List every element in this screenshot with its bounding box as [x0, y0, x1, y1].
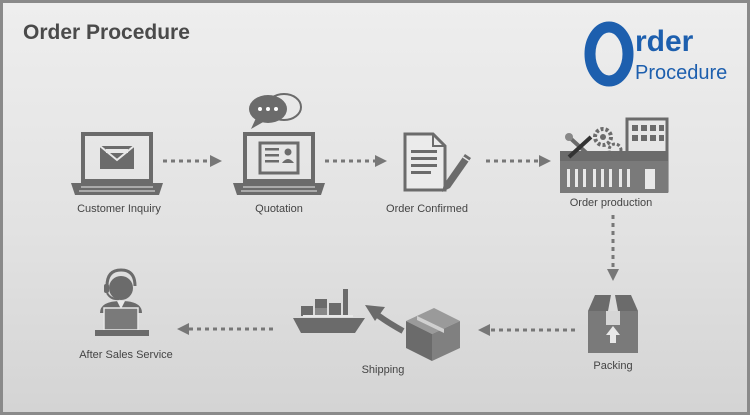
step-label-production: Order production	[569, 197, 653, 209]
curved-arrow-icon	[365, 305, 405, 334]
logo-word-rder: rder	[635, 25, 694, 58]
step-label-packing: Packing	[593, 360, 633, 372]
step-label-confirmed: Order Confirmed	[386, 203, 468, 215]
step-label-after-sales: After Sales Service	[79, 349, 173, 361]
arrow-production-to-packing	[607, 215, 619, 281]
step-label-quotation: Quotation	[255, 203, 303, 215]
order-procedure-logo: rder Procedure	[584, 21, 727, 87]
signed-document-icon	[403, 132, 471, 192]
laptop-envelope-icon	[71, 132, 163, 195]
cardboard-box-icon	[406, 308, 460, 361]
procedure-flow-art	[71, 93, 669, 361]
arrow-quotation-to-confirmed	[325, 155, 387, 167]
arrow-shipping-to-after-sales	[177, 323, 273, 335]
step-label-shipping: Shipping	[361, 364, 405, 376]
page-title: Order Procedure	[23, 21, 190, 44]
arrow-confirmed-to-production	[486, 155, 551, 167]
speech-bubble-icon	[249, 93, 302, 129]
support-agent-icon	[95, 268, 149, 336]
logo-word-procedure: Procedure	[635, 62, 727, 84]
step-label-inquiry: Customer Inquiry	[77, 203, 161, 215]
cargo-ship-icon	[293, 289, 365, 333]
laptop-quotation-icon	[233, 132, 325, 195]
arrow-inquiry-to-quotation	[163, 155, 222, 167]
tools-gears-icon	[565, 127, 623, 159]
package-box-icon	[588, 295, 638, 353]
arrow-packing-to-shipping	[478, 324, 575, 336]
